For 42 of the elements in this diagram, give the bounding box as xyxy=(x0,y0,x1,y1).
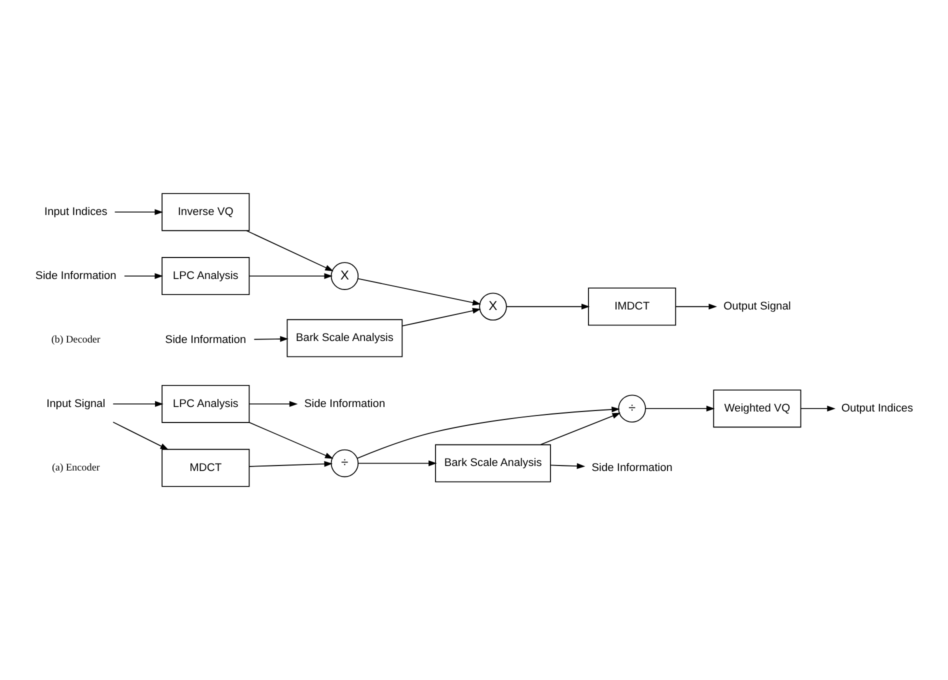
arrow xyxy=(248,273,333,279)
label: (a) Encoder xyxy=(52,462,100,474)
node-circle: ÷ xyxy=(618,394,646,422)
node-box: Bark Scale Analysis xyxy=(286,319,403,358)
node-text: Output Indices xyxy=(841,402,914,414)
arrow xyxy=(540,412,621,446)
node-text: Output Signal xyxy=(724,300,791,313)
node-text: Side Information xyxy=(165,334,246,346)
node-circle: X xyxy=(479,292,507,321)
node-circle: X xyxy=(330,262,359,290)
arrow xyxy=(114,209,164,215)
arrow xyxy=(358,460,437,466)
node-text: Side Information xyxy=(592,462,672,474)
node-text: Side Information xyxy=(304,398,386,410)
arrow xyxy=(550,463,586,470)
node-box: Bark Scale Analysis xyxy=(435,444,551,482)
arrow xyxy=(254,336,288,342)
label: (b) Decoder xyxy=(51,334,100,346)
node-circle: ÷ xyxy=(330,449,359,478)
arrow xyxy=(356,406,620,459)
arrow xyxy=(246,230,334,272)
node-text: Input Signal xyxy=(46,398,106,410)
node-box: Weighted VQ xyxy=(713,390,802,428)
arrow xyxy=(112,401,164,407)
arrow xyxy=(645,406,715,412)
node-text: Input Indices xyxy=(44,206,108,218)
node-box: IMDCT xyxy=(588,288,676,326)
arrow xyxy=(124,273,164,279)
arrow xyxy=(506,304,590,310)
arrow xyxy=(248,461,333,467)
arrow xyxy=(675,304,718,310)
arrow xyxy=(248,401,298,407)
node-text: Side Information xyxy=(35,270,116,282)
arrow xyxy=(248,422,334,459)
arrow xyxy=(358,278,481,306)
node-box: LPC Analysis xyxy=(162,257,250,296)
node-box: Inverse VQ xyxy=(162,193,250,232)
node-box: MDCT xyxy=(162,448,250,487)
arrow xyxy=(112,422,169,450)
arrow xyxy=(402,308,481,326)
arrow xyxy=(800,406,836,412)
node-box: LPC Analysis xyxy=(162,384,250,423)
